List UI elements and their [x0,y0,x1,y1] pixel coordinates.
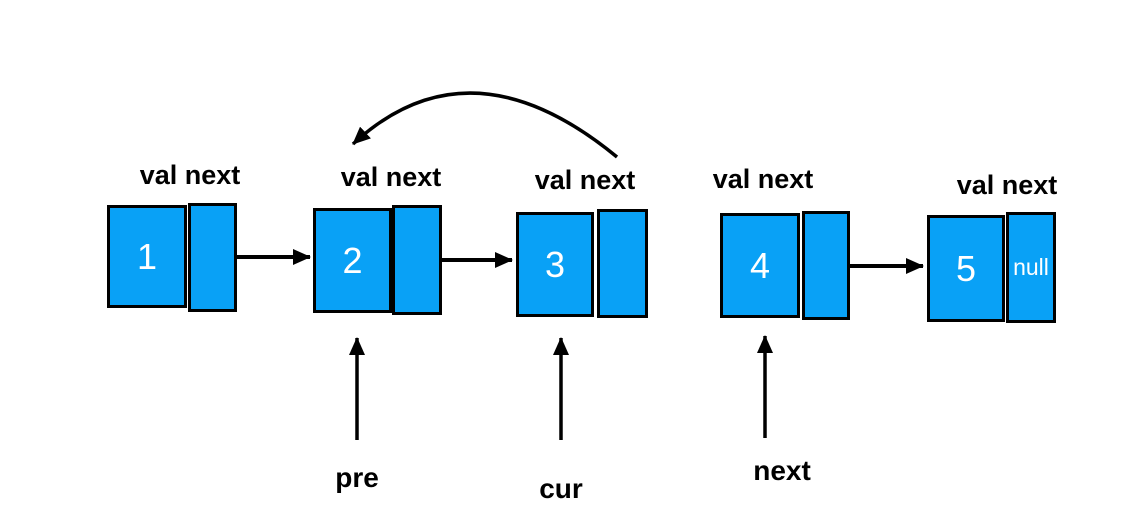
node-4-val-cell: 4 [720,213,800,318]
node-4-fields-label: val next [712,164,814,194]
node-5-next-text: null [1013,254,1049,280]
node-4-next-cell [802,211,850,320]
node-1-next-cell [188,203,237,312]
pre-label: pre [335,462,379,493]
node-1-val-cell: 1 [107,205,187,308]
node-1-value: 1 [136,235,158,277]
node-3-val-cell: 3 [516,212,594,317]
node-4-value: 4 [749,244,771,286]
cur-label: cur [539,473,583,504]
node-3-next-cell [597,209,648,318]
node-1-fields-label: val next [139,160,241,190]
node-5-val-cell: 5 [927,215,1005,322]
node-2-val-cell: 2 [313,208,392,313]
node-3-value: 3 [544,243,566,285]
node-2-next-cell [392,205,442,315]
node-2-fields-label: val next [340,162,442,192]
node-2-value: 2 [342,239,363,281]
node-5-value: 5 [955,247,977,289]
reversed-pointer-arc-3-to-2 [351,91,619,159]
node-5-fields-label: val next [956,170,1058,200]
next-label: next [753,455,811,486]
node-3-fields-label: val next [534,165,636,195]
node-5-next-cell: null [1006,212,1056,323]
